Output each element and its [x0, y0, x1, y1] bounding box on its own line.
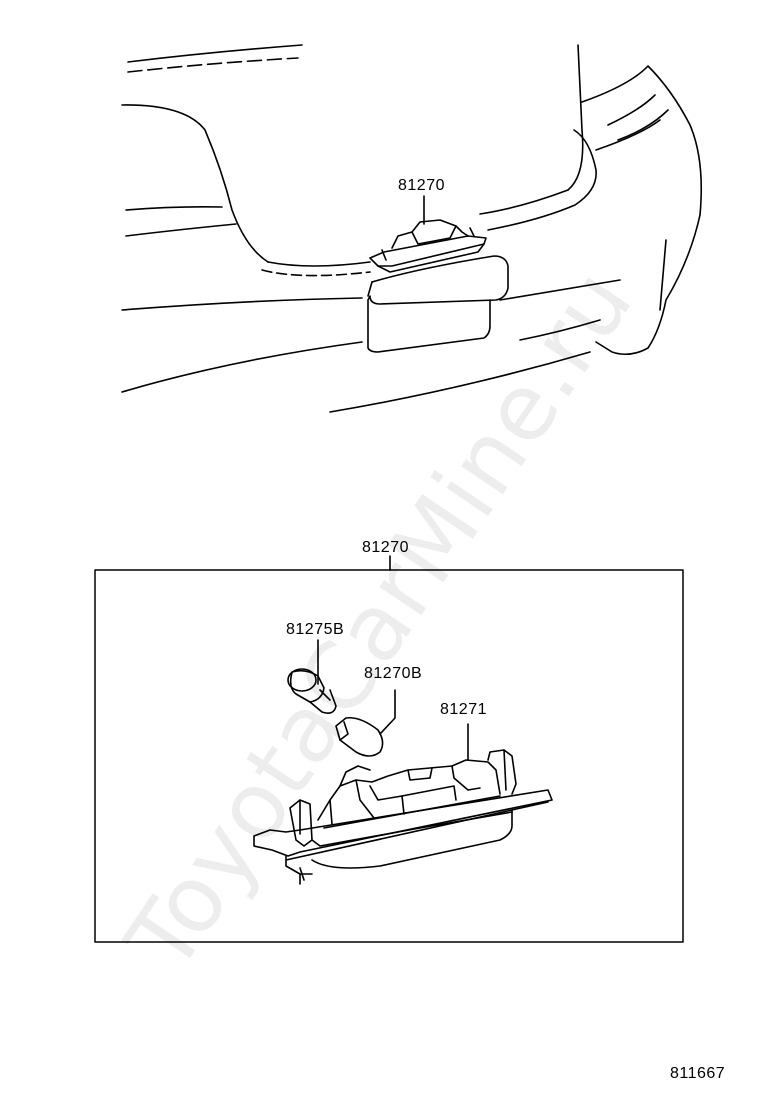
wedge-bulb-part: [335, 689, 396, 757]
label-bulb-socket: 81275B: [286, 621, 345, 638]
bulb-socket-part: [287, 639, 337, 714]
label-diagram-id: 811667: [670, 1065, 726, 1082]
vehicle-rear-illustration: [121, 44, 702, 413]
label-bulb: 81270B: [364, 665, 423, 682]
label-top-part: 81270: [398, 177, 445, 194]
label-box-header: 81270: [362, 539, 409, 556]
lamp-housing-part: [253, 723, 553, 885]
exploded-view-frame: [94, 555, 684, 943]
label-lamp-body: 81271: [440, 701, 487, 718]
